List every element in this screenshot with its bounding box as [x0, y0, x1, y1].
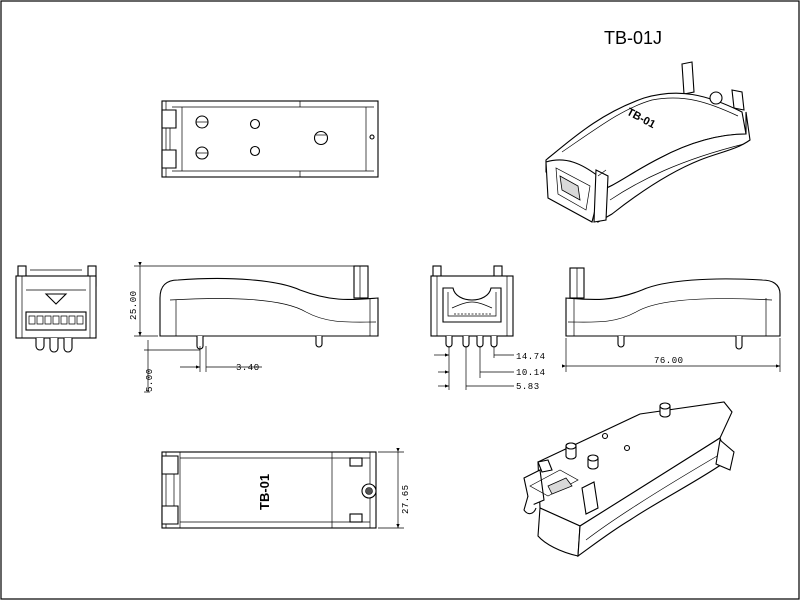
bottom-marking: TB-01 [257, 474, 272, 510]
bottom-view: TB-01 27.65 [161, 447, 411, 529]
dim-height: 25.00 [129, 290, 139, 320]
dim-pin-offset: 3.40 [236, 363, 260, 373]
part-number-title: TB-01J [604, 28, 662, 48]
right-end-view: 14.74 10.14 5.83 [430, 265, 546, 392]
back-view: 76.00 [561, 267, 781, 372]
dim-pitch-b: 10.14 [516, 368, 546, 378]
dim-length: 76.00 [654, 356, 684, 366]
iso-view-bottom [523, 401, 735, 558]
dim-pitch-a: 14.74 [516, 352, 546, 362]
dim-pin-length: 5.00 [145, 368, 155, 392]
iso-view-top: TB-01 [545, 61, 751, 223]
left-end-view [15, 265, 97, 353]
dim-pitch-c: 5.83 [516, 382, 540, 392]
dim-width: 27.65 [401, 484, 411, 514]
front-view: 25.00 5.00 3.40 [129, 261, 379, 393]
top-view [161, 100, 379, 178]
